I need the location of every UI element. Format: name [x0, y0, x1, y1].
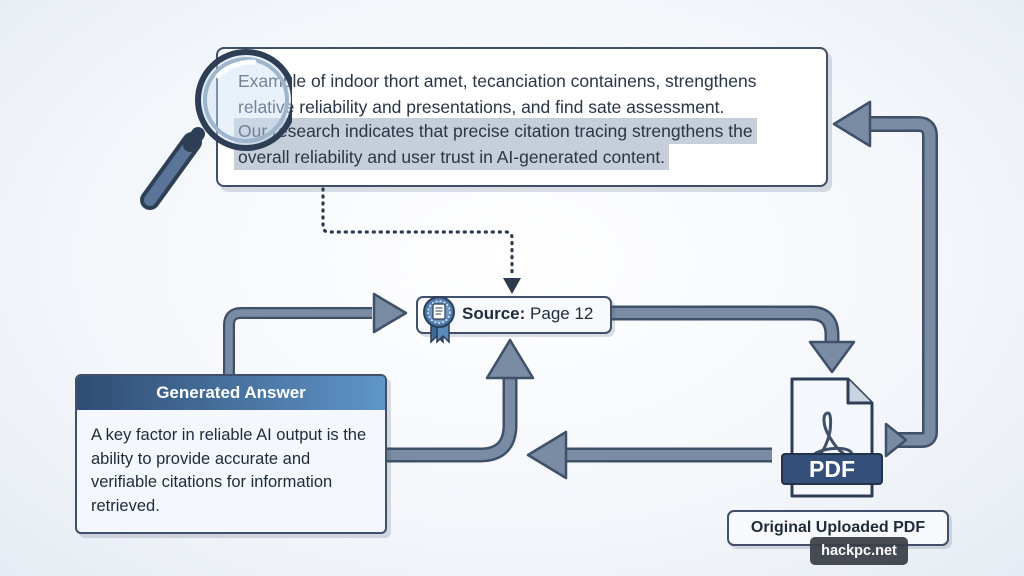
source-citation-pill: Source: Page 12: [416, 296, 612, 344]
document-ribbon-icon: [423, 296, 455, 344]
arrow-answer-top-to-source: [223, 292, 408, 374]
arrow-answer-to-source: [384, 338, 535, 463]
source-label-group: Source: Page 12: [462, 304, 593, 324]
generated-answer-text: A key factor in reliable AI output is th…: [91, 426, 367, 515]
document-excerpt-card: Example of indoor thort amet, tecanciati…: [216, 47, 828, 187]
document-line: Example of indoor thort amet, tecanciati…: [238, 71, 757, 91]
document-line-highlighted: overall reliability and user trust in AI…: [234, 144, 670, 170]
arrow-pdf-to-document: [832, 100, 938, 458]
watermark-badge: hackpc.net: [810, 537, 908, 565]
pdf-badge: PDF: [809, 456, 855, 482]
source-page: Page 12: [530, 304, 594, 323]
acrobat-logo-icon: [811, 411, 854, 460]
generated-answer-title: Generated Answer: [77, 376, 385, 410]
document-line: relative reliability and presentations, …: [238, 97, 725, 117]
pdf-file-icon: PDF: [781, 377, 883, 498]
arrow-pdf-to-answer: [526, 430, 772, 480]
arrow-source-to-pdf: [610, 305, 856, 374]
document-line-highlighted: Our research indicates that precise cita…: [234, 118, 757, 144]
source-label: Source:: [462, 304, 526, 323]
magnifying-glass-icon: [140, 49, 292, 210]
dotted-connector: [321, 166, 521, 294]
generated-answer-card: Generated Answer A key factor in reliabl…: [75, 374, 387, 534]
